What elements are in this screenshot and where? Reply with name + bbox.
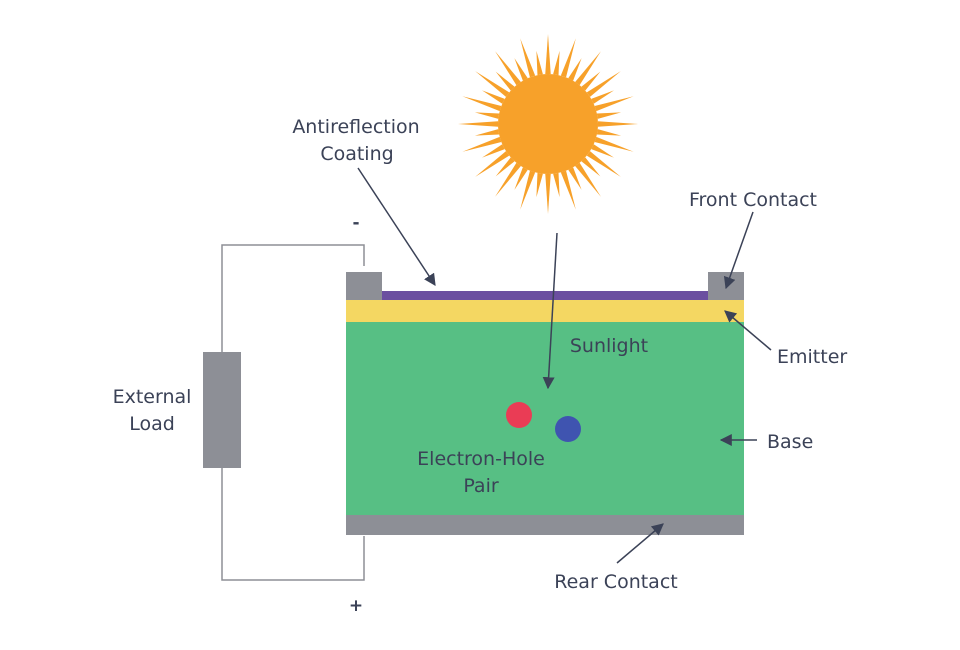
sun-ray — [553, 50, 560, 76]
antireflection-label-line2: Coating — [320, 143, 393, 165]
sun-ray — [594, 96, 634, 112]
electron-hole-label-line2: Pair — [463, 475, 499, 497]
sun-ray — [553, 172, 560, 198]
sun-ray — [586, 151, 621, 177]
sun-ray — [597, 121, 638, 127]
emitter-arrow — [724, 310, 772, 351]
circuit-wire — [221, 244, 365, 581]
sun-ray — [596, 112, 622, 119]
sun-ray — [596, 129, 622, 136]
sun-ray — [568, 58, 582, 81]
negative-terminal-label: - — [352, 213, 359, 233]
sun-ray — [581, 71, 601, 91]
sun-ray — [560, 38, 576, 78]
base-label: Base — [767, 431, 813, 453]
sun-ray — [495, 157, 515, 177]
front-contact-arrow — [723, 211, 754, 290]
sun-ray — [581, 157, 601, 177]
sunlight-arrow — [542, 232, 558, 390]
sun-disc — [498, 74, 598, 174]
sun-ray — [495, 51, 521, 86]
sun-ray — [575, 162, 601, 197]
sun-ray — [474, 112, 500, 119]
emitter-layer — [346, 300, 744, 322]
antireflection-label-line1: Antireflection — [292, 116, 419, 138]
sun-ray — [586, 71, 621, 97]
sun-ray — [560, 170, 576, 210]
sun-ray — [575, 51, 601, 86]
sun-ray — [568, 167, 582, 190]
rear-contact-layer — [346, 515, 744, 535]
sun-ray — [482, 144, 505, 158]
sun-ray — [536, 172, 543, 198]
positive-terminal-label: + — [349, 596, 363, 616]
rear-contact-arrow — [616, 523, 664, 564]
sun-ray — [591, 90, 614, 104]
emitter-label: Emitter — [777, 346, 847, 368]
sun-ray — [536, 50, 543, 76]
sun-ray — [545, 173, 551, 214]
sun-ray — [495, 71, 515, 91]
sun-ray — [462, 136, 502, 152]
sun-ray — [594, 136, 634, 152]
sun-ray — [495, 162, 521, 197]
rear-contact-label: Rear Contact — [554, 571, 677, 593]
sun-ray — [591, 144, 614, 158]
external-load-label-line1: External — [113, 386, 192, 408]
sun-ray — [474, 129, 500, 136]
sun-ray — [545, 34, 551, 75]
sun-ray — [520, 170, 536, 210]
sun-rays — [458, 34, 638, 214]
antireflection-coating-layer — [382, 291, 708, 300]
sun-ray — [462, 96, 502, 112]
electron-hole-label-line1: Electron-Hole — [417, 448, 545, 470]
front-contact-label: Front Contact — [689, 189, 817, 211]
antireflection-arrow — [357, 167, 436, 287]
sun-ray — [482, 90, 505, 104]
front-contact-left — [346, 272, 382, 300]
sun-ray — [514, 58, 528, 81]
sun-ray — [475, 151, 510, 177]
hole-dot — [555, 416, 581, 442]
sunlight-label: Sunlight — [570, 335, 648, 357]
sun-ray — [458, 121, 499, 127]
base-layer — [346, 322, 744, 515]
sun-ray — [520, 38, 536, 78]
sun-ray — [514, 167, 528, 190]
sun-icon — [458, 34, 638, 214]
external-load-label-line2: Load — [129, 413, 175, 435]
electron-dot — [506, 402, 532, 428]
sun-ray — [475, 71, 510, 97]
external-load — [203, 352, 241, 468]
